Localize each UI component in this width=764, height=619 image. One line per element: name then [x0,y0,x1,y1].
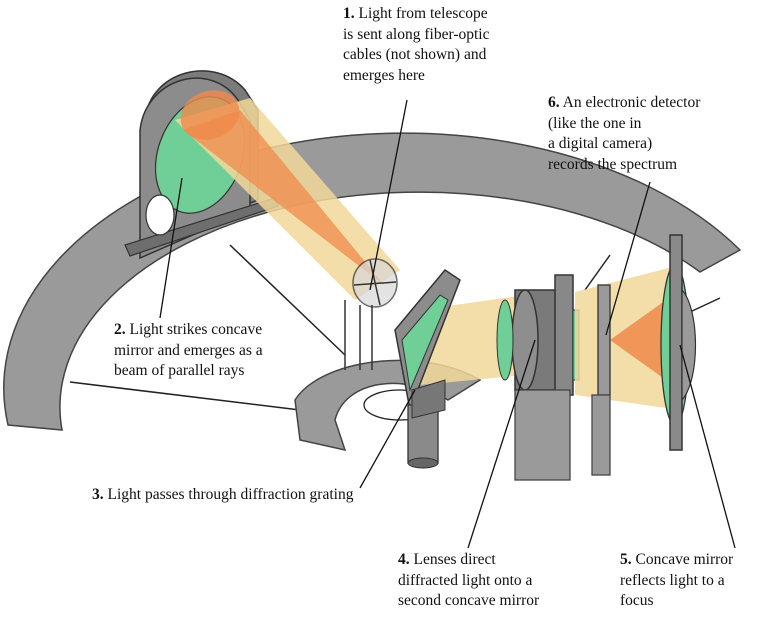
label-step2: 2. Light strikes concave mirror and emer… [114,320,263,382]
step3-number: 3. [92,486,104,503]
light-beam-1 [175,90,400,300]
step4-number: 4. [398,551,410,568]
fiber-mount [344,258,398,370]
label-step3: 3. Light passes through diffraction grat… [92,485,353,506]
base-struts [69,244,721,411]
step5-number: 5. [620,551,632,568]
step4-line2: diffracted light onto a [398,571,533,589]
step5-line2: reflects light to a [620,571,725,589]
step6-line1: An electronic detector [562,94,701,111]
leader-step6 [605,181,651,336]
step6-number: 6. [548,94,560,111]
step1-line1: Light from telescope [358,5,488,22]
step1-number: 1. [343,5,355,22]
step6-line3: a digital camera) [548,135,653,152]
electronic-detector [591,284,611,476]
step2-line1: Light strikes concave [129,321,263,338]
step2-line2: mirror and emerges as a [114,341,263,359]
step3-line1: Light passes through diffraction grating [107,486,354,503]
step1-line2: is sent along fiber-optic [343,25,490,43]
step6-line4: records the spectrum [548,155,678,173]
concave-mirror-2 [660,234,697,451]
step6-line2: (like the one in [548,114,642,132]
step1-line3: cables (not shown) and [343,46,487,63]
leader-step3 [359,389,416,489]
step2-number: 2. [114,321,126,338]
leader-step1 [369,99,408,291]
step2-line3: beam of parallel rays [114,362,245,379]
step5-line3: focus [620,592,654,609]
lens-assembly [496,274,580,481]
step4-line3: second concave mirror [398,592,540,609]
label-step1: 1. Light from telescope is sent along fi… [343,4,489,86]
step1-line4: emerges here [343,66,425,84]
label-step6: 6. An electronic detector (like the one … [548,93,700,175]
leader-lines [159,99,736,549]
diffraction-grating [394,269,461,469]
step5-line1: Concave mirror [635,551,734,568]
leader-step2 [159,177,183,319]
step4-line1: Lenses direct [413,551,496,568]
leader-step4 [467,339,536,549]
leader-step5 [679,344,736,549]
label-step4: 4. Lenses direct diffracted light onto a… [398,550,539,612]
label-step5: 5. Concave mirror reflects light to a fo… [620,550,733,612]
